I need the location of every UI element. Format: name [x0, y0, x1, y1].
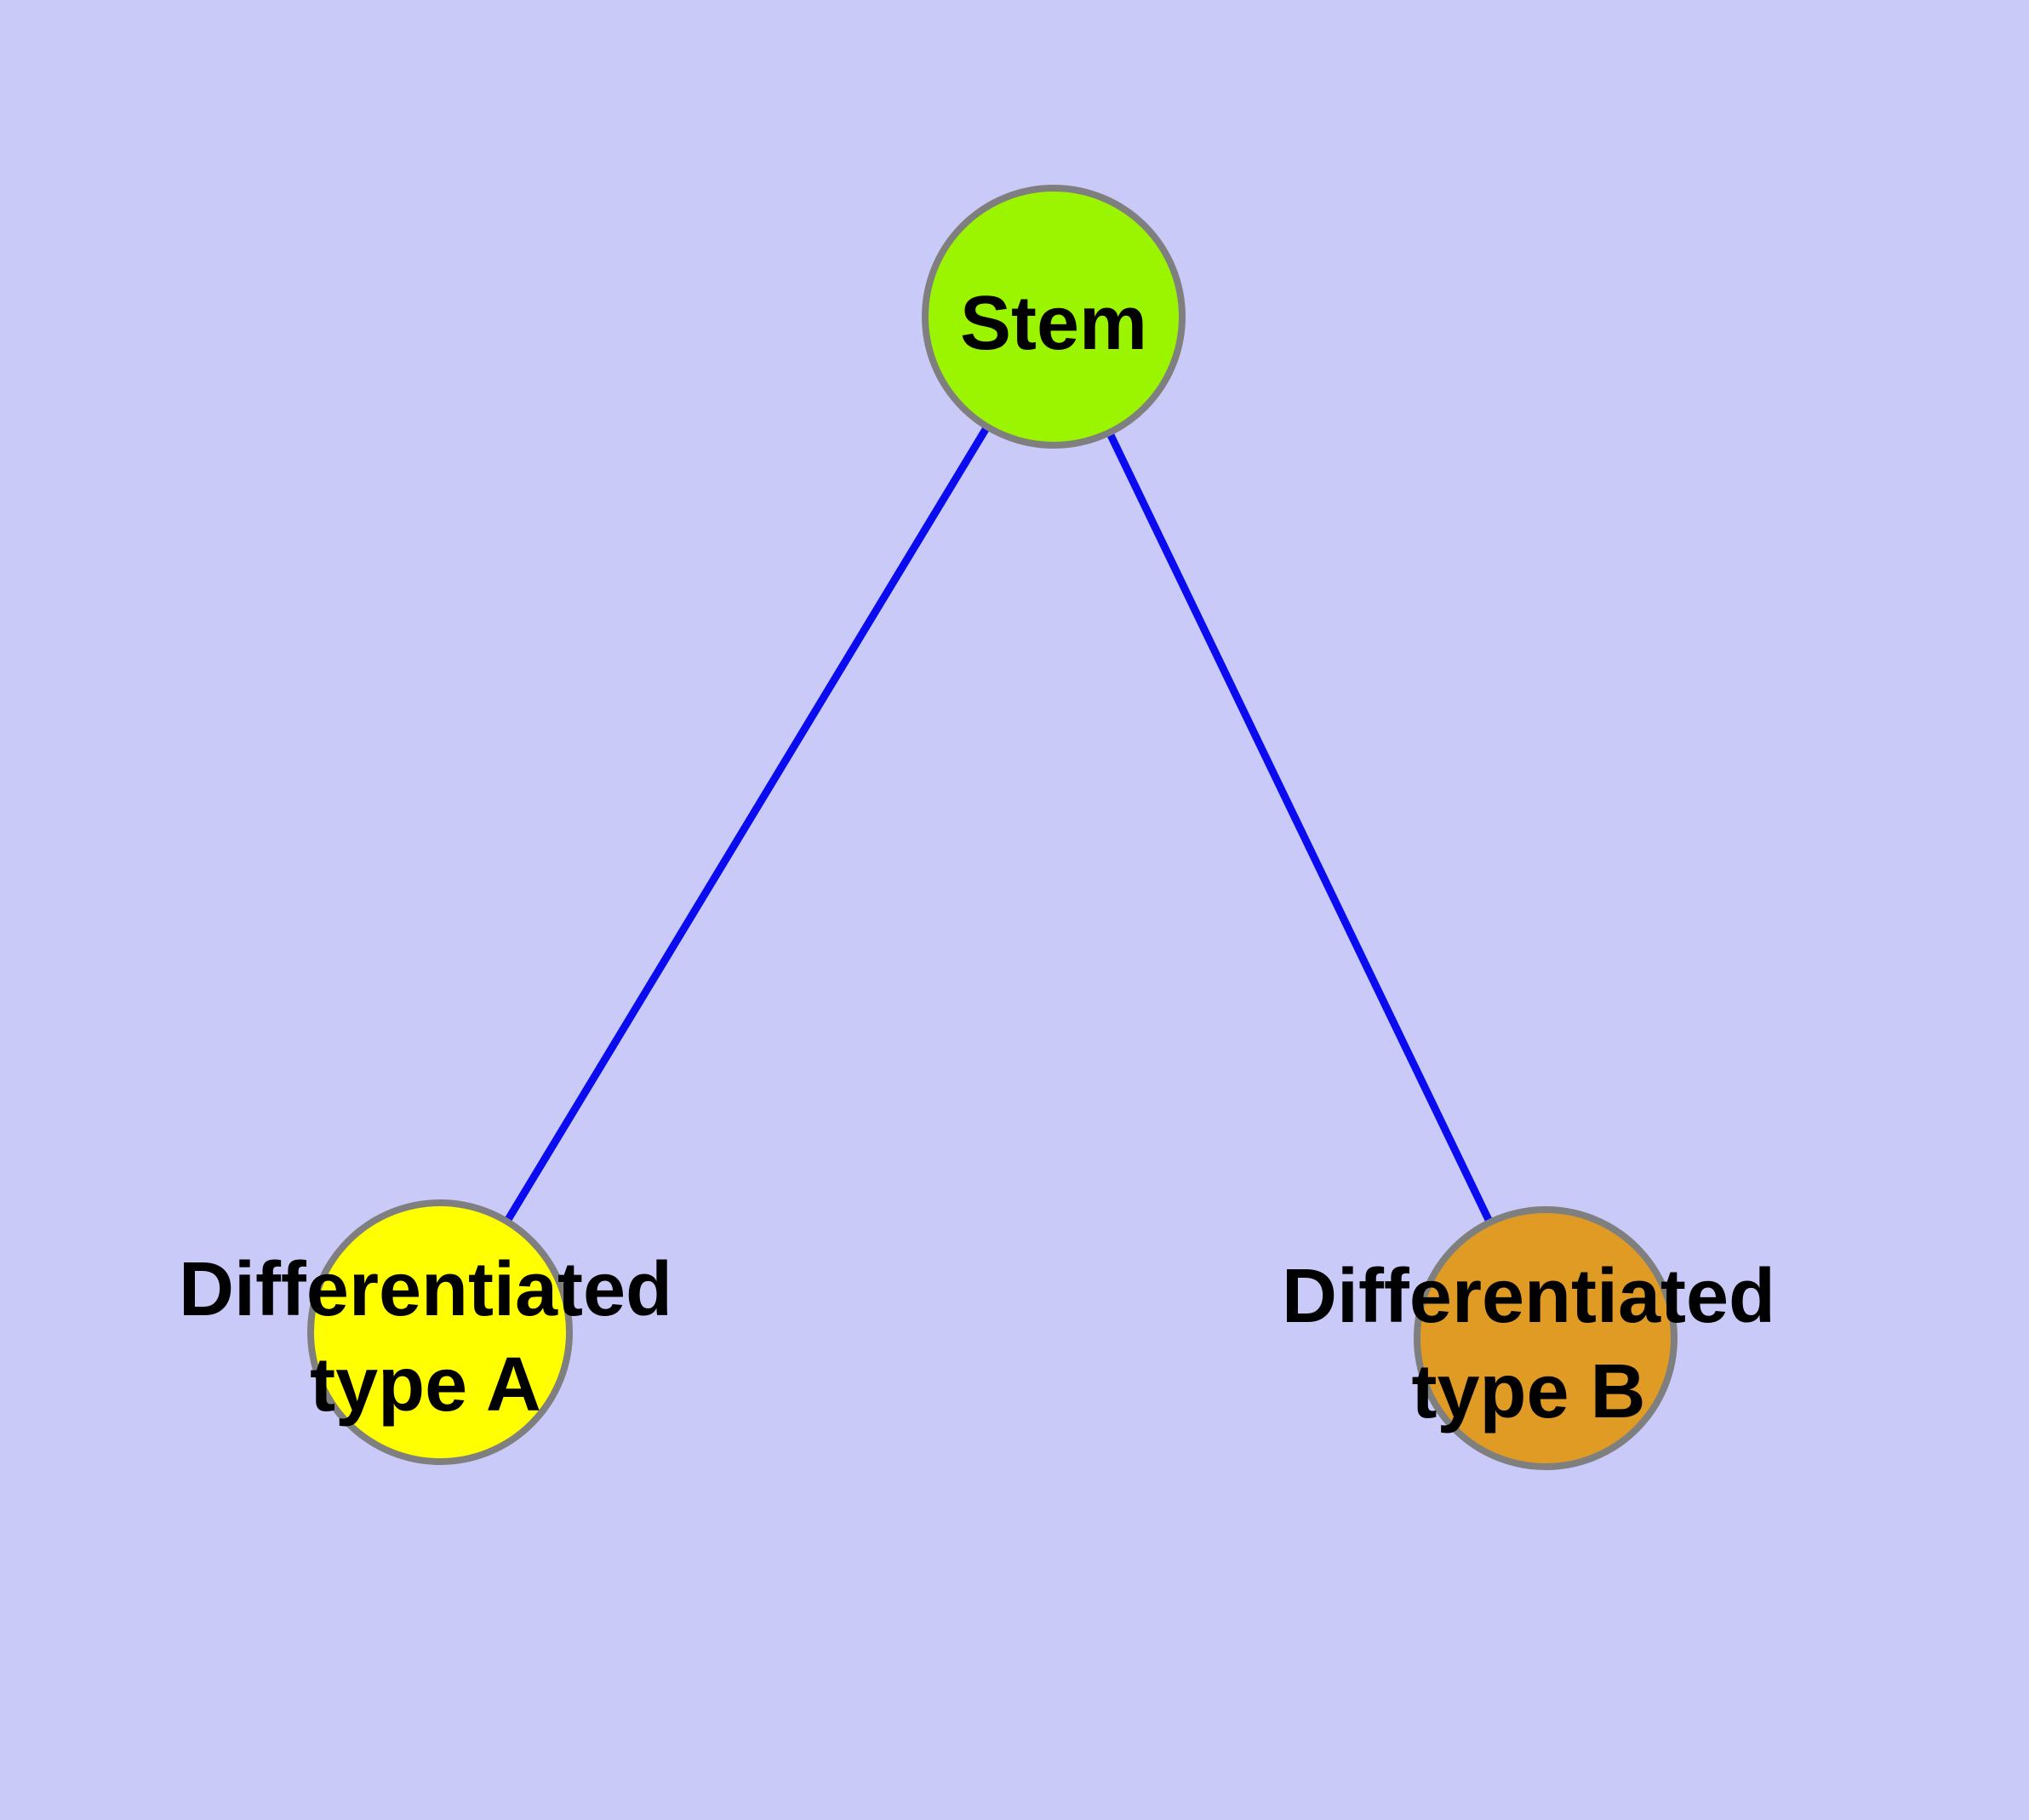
node-type-b-label-line2: type B: [1411, 1349, 1645, 1434]
node-type-b-label-line1: Differentiated: [1282, 1254, 1775, 1339]
edge-stem-to-type-a: [437, 314, 1057, 1335]
node-stem: [922, 185, 1186, 449]
node-type-a-label-line2: type A: [310, 1342, 541, 1428]
node-stem-label: Stem: [960, 281, 1147, 366]
node-type-a-label-line1: Differentiated: [179, 1247, 672, 1332]
node-differentiated-type-b: [1414, 1206, 1677, 1470]
node-differentiated-type-a: [307, 1199, 573, 1465]
edge-stem-to-type-b: [1049, 315, 1550, 1340]
